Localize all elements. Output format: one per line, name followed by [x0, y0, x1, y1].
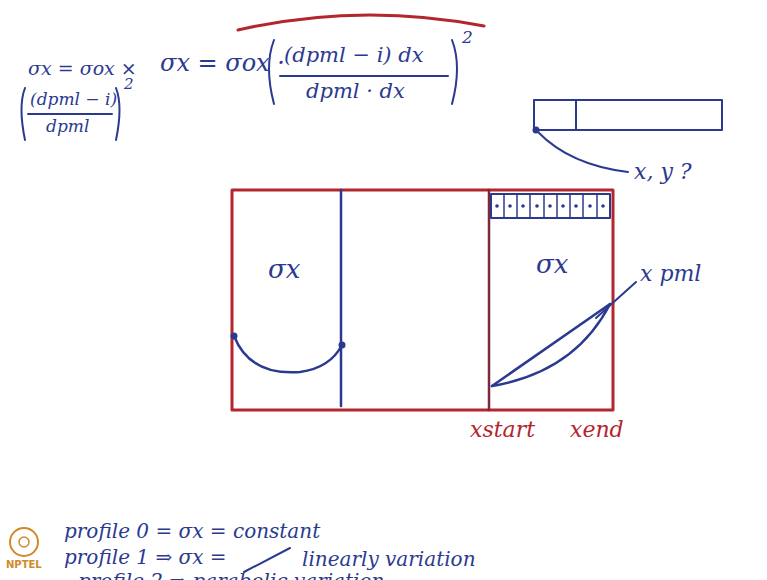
cell-dividers — [504, 194, 597, 218]
dot — [339, 342, 346, 349]
linear-profile — [492, 304, 610, 386]
numerator: (dpml − i) — [30, 90, 117, 109]
domain-box — [232, 190, 613, 410]
cell-dots — [495, 204, 605, 208]
sigma-label: σx — [536, 250, 568, 279]
logo-text: NPTEL — [6, 559, 42, 570]
pml-label: x pml — [640, 262, 701, 286]
profile-note: profile 0 = σx = constant — [64, 520, 320, 542]
fraction-bar — [28, 113, 112, 115]
axis-label: xstart — [470, 418, 535, 442]
numerator: (dpml − i) dx — [284, 44, 424, 67]
coordinate-note: x, y ? — [634, 160, 692, 184]
dot — [231, 333, 238, 340]
parabolic-profile — [234, 336, 342, 372]
exponent: 2 — [462, 28, 473, 47]
profile-note: profile 1 ⇒ σx = — [64, 546, 227, 568]
profile-note: linearly variation — [302, 548, 476, 570]
boundary-line — [340, 190, 343, 406]
cell-grid — [491, 194, 610, 218]
curved-profile — [492, 304, 610, 386]
leader-line — [596, 282, 636, 318]
exponent: 2 — [124, 76, 134, 93]
linear-sketch — [244, 548, 290, 572]
denominator: dpml — [46, 117, 89, 136]
sigma-label: σx — [268, 255, 300, 284]
nptel-logo — [19, 537, 29, 547]
profile-note: profile 2 ⇒ parabolic variation — [78, 570, 384, 580]
fraction-bar — [280, 75, 448, 77]
nptel-logo — [10, 528, 38, 556]
axis-label: xend — [570, 418, 624, 442]
paren — [452, 40, 457, 104]
formula-lhs: σx = σox · — [160, 50, 285, 76]
paren — [22, 88, 26, 140]
top-arc — [238, 15, 484, 30]
formula-lhs: σx = σox × — [28, 58, 137, 79]
boundary-line — [488, 190, 491, 410]
leader-line — [538, 132, 628, 172]
strip-divider — [575, 100, 577, 130]
denominator: dpml · dx — [306, 80, 405, 103]
pml-strip — [534, 100, 722, 130]
